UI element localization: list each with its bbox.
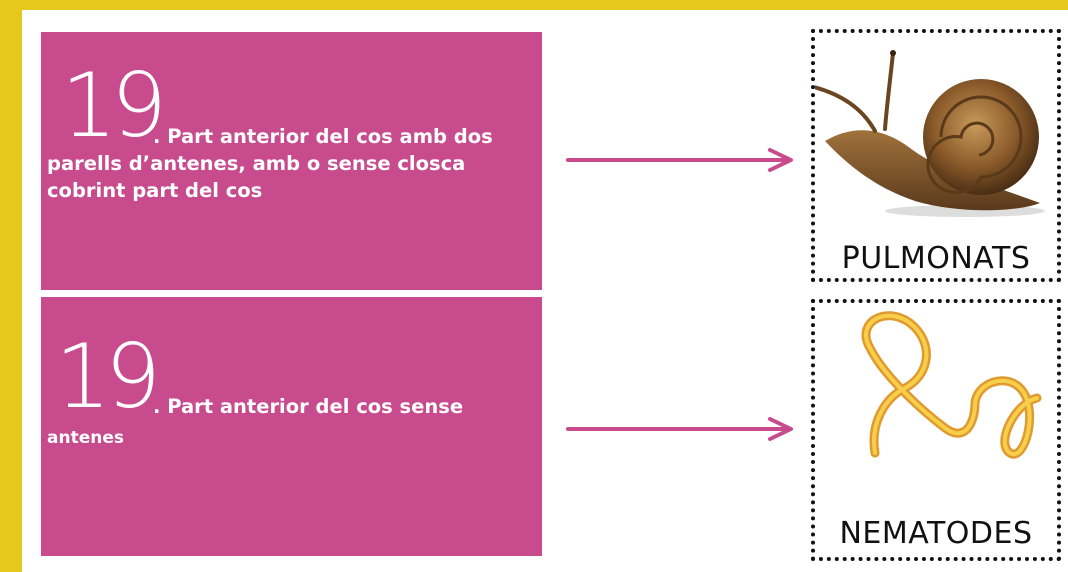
clue-card-1[interactable]: 19 . Part anterior del cos amb dos parel… bbox=[41, 32, 542, 290]
worm-icon bbox=[861, 311, 1042, 459]
clue-text-line1: . Part anterior del cos sense bbox=[153, 395, 464, 418]
snail-icon bbox=[815, 50, 1045, 217]
arrow-right-icon bbox=[566, 148, 793, 172]
answer-label: PULMONATS bbox=[841, 241, 1031, 276]
clue-text-line1: . Part anterior del cos amb dos bbox=[153, 125, 493, 148]
clue-card-2[interactable]: 19 . Part anterior del cos sense antenes bbox=[41, 297, 542, 556]
clue-text-line2: antenes bbox=[47, 428, 124, 448]
clue-number: 19 bbox=[61, 54, 167, 157]
answer-card-nematodes[interactable]: NEMATODES bbox=[811, 299, 1061, 561]
clue-number: 19 bbox=[55, 325, 161, 428]
key-panel: 19 . Part anterior del cos amb dos parel… bbox=[22, 10, 1068, 572]
answer-card-pulmonats[interactable]: PULMONATS bbox=[811, 29, 1061, 282]
clue-text-line2: parells d’antenes, amb o sense closca co… bbox=[47, 152, 466, 202]
answer-label: NEMATODES bbox=[839, 516, 1033, 551]
arrow-right-icon bbox=[566, 417, 793, 441]
